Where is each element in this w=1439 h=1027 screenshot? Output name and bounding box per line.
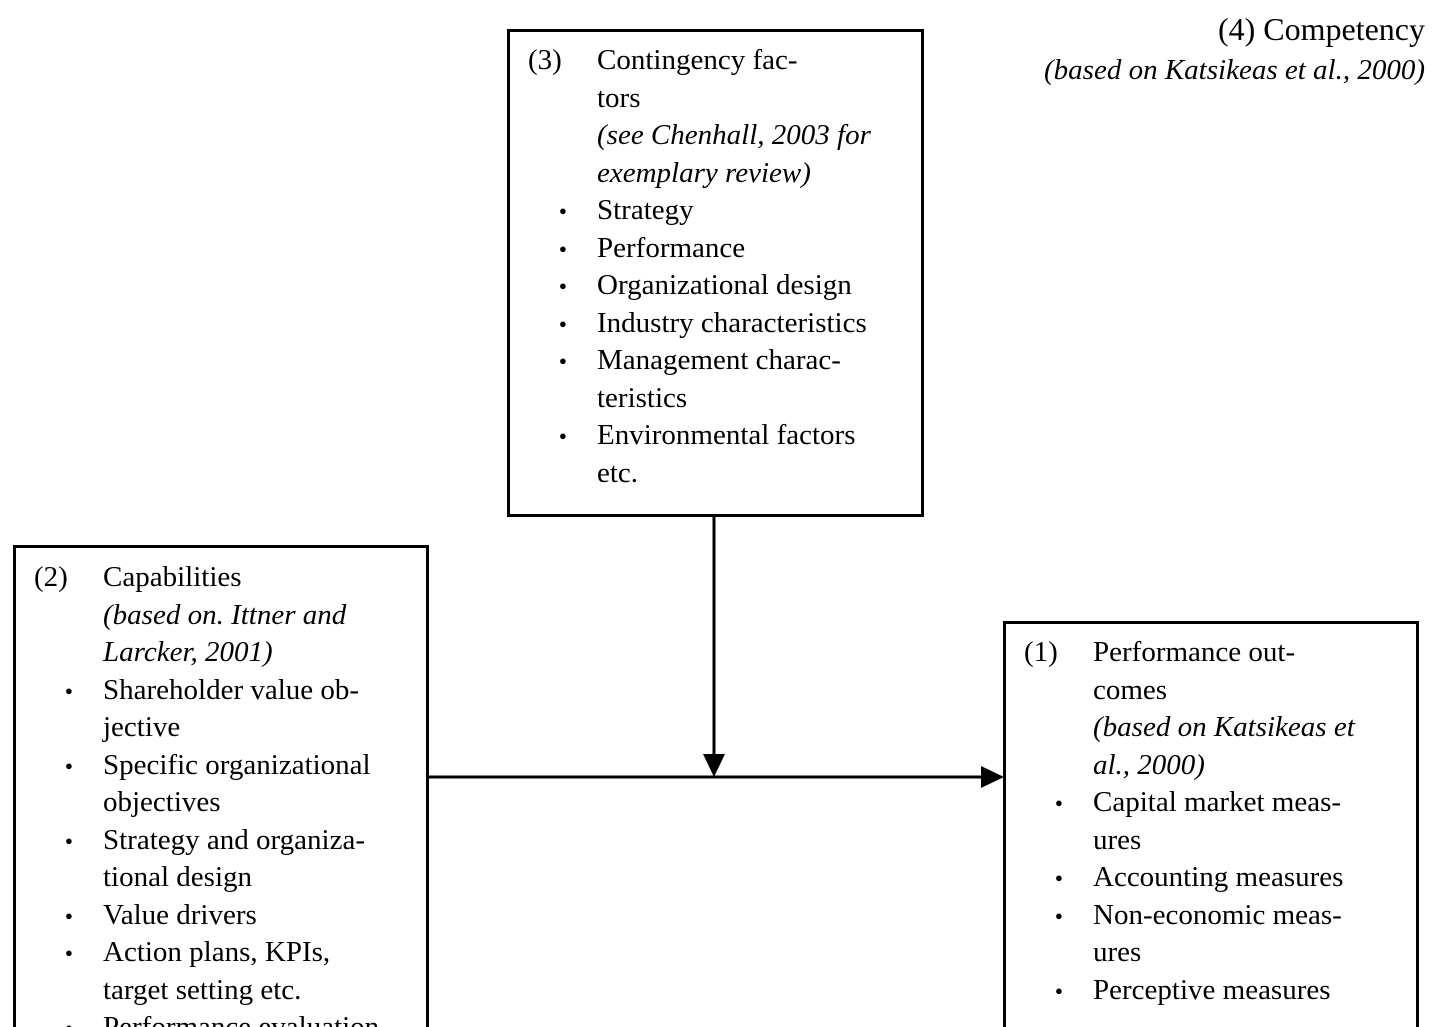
box-heading: (1) Performance out- comes: [1006, 634, 1416, 709]
box-number: (3): [528, 44, 562, 76]
competency-note: (4) Competency (based on Katsikeas et al…: [1044, 8, 1425, 90]
bullet-item: Industry characteristics: [559, 305, 921, 343]
bullet-item: Strategy: [559, 192, 921, 230]
bullet-item: Management charac- teristics: [559, 342, 921, 417]
bullet-item: Capital market meas- ures: [1055, 784, 1416, 859]
arrow-capabilities-to-performance: [428, 766, 1004, 788]
box-heading: (3) Contingency fac- tors: [510, 42, 921, 117]
contingency-factors-box: (3) Contingency fac- tors (see Chenhall,…: [507, 29, 924, 517]
bullet-item: Performance: [559, 230, 921, 268]
bullet-item: Value drivers: [65, 897, 426, 935]
bullet-item: Action plans, KPIs, target setting etc.: [65, 934, 426, 1009]
box-heading: (2) Capabilities: [16, 559, 426, 597]
box-title: Performance out- comes: [1093, 636, 1296, 706]
box-citation: (see Chenhall, 2003 for exemplary review…: [597, 119, 871, 189]
bullet-item: Shareholder value ob- jective: [65, 672, 426, 747]
bullet-item: Perceptive measures: [1055, 972, 1416, 1010]
arrow-contingency-down: [703, 514, 725, 777]
capabilities-box: (2) Capabilities (based on. Ittner and L…: [13, 545, 429, 1027]
bullet-item: Non-economic meas- ures: [1055, 897, 1416, 972]
bullet-item: Specific organizational objectives: [65, 747, 426, 822]
box-title: Capabilities: [103, 561, 242, 593]
bullet-list: Shareholder value ob- jectiveSpecific or…: [16, 672, 426, 1027]
performance-outcomes-box: (1) Performance out- comes (based on Kat…: [1003, 621, 1419, 1027]
bullet-item: Organizational design: [559, 267, 921, 305]
bullet-item: Environmental factors etc.: [559, 417, 921, 492]
box-number: (1): [1024, 636, 1058, 668]
bullet-list: Capital market meas- uresAccounting meas…: [1006, 784, 1416, 1009]
bullet-item: Accounting measures: [1055, 859, 1416, 897]
bullet-item: Strategy and organiza- tional design: [65, 822, 426, 897]
bullet-item: Performance evaluation: [65, 1009, 426, 1027]
box-title: Contingency fac- tors: [597, 44, 798, 114]
competency-heading: (4) Competency: [1217, 11, 1425, 47]
box-citation: (based on. Ittner and Larcker, 2001): [103, 598, 347, 669]
box-citation: (based on Katsikeas et al., 2000): [1093, 711, 1355, 781]
competency-citation: (based on Katsikeas et al., 2000): [1044, 54, 1425, 86]
bullet-list: StrategyPerformanceOrganizational design…: [510, 192, 921, 492]
box-number: (2): [34, 561, 68, 593]
